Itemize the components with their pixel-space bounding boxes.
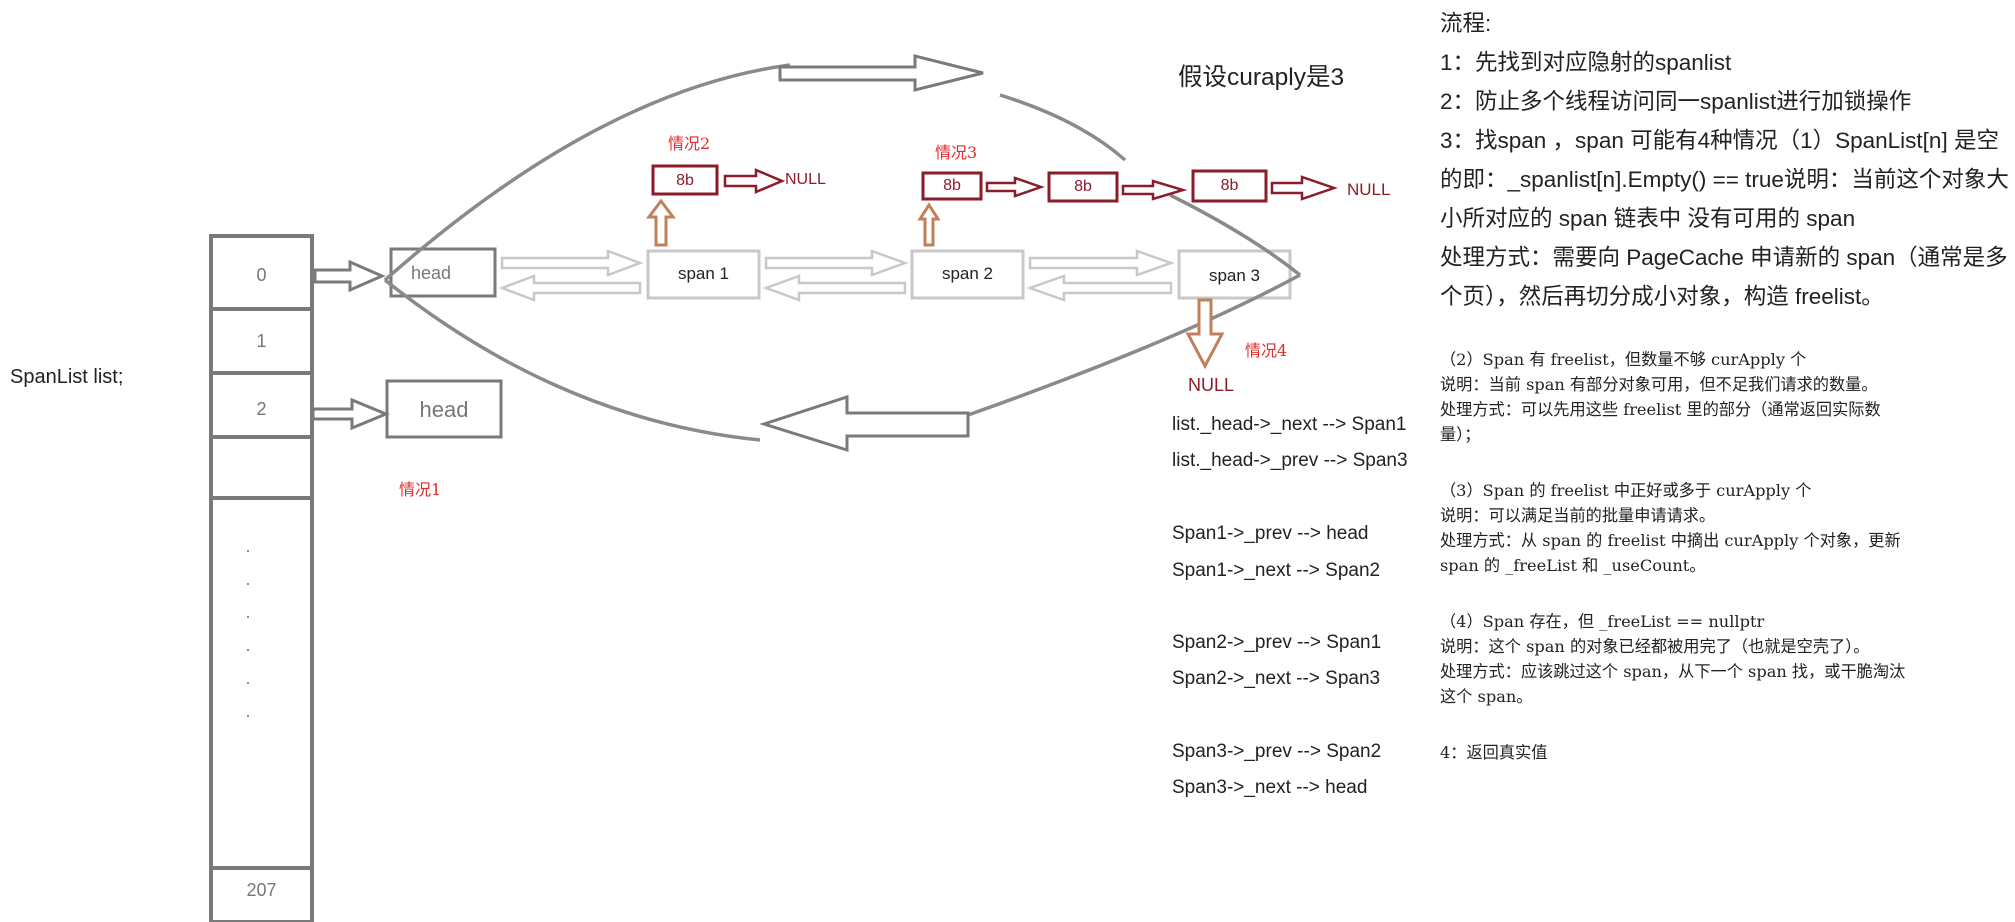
ellipsis-dot: · [245, 540, 251, 560]
arrow-2-to-head [311, 397, 390, 431]
loop-arrow-forward [778, 54, 984, 92]
case3-block-3-label: 8b [1220, 177, 1239, 194]
ellipsis-dot: · [245, 705, 251, 725]
orange-up-arrows [646, 198, 941, 247]
ellipsis-dot: · [245, 606, 251, 626]
array-index-207: 207 [246, 880, 277, 900]
flow-step-2: 2：防止多个线程访问同一spanlist进行加锁操作 [1440, 89, 1912, 114]
assumption-text: 假设curaply是3 [1178, 64, 1345, 91]
spanlist-array [209, 234, 314, 922]
flow-step-4: 4：返回真实值 [1440, 743, 1548, 762]
span1-node-box [646, 249, 761, 300]
case3-block [921, 171, 983, 201]
case3-description: （3）Span 的 freelist 中正好或多于 curApply 个 说明：… [1440, 481, 1901, 575]
array-index-2: 2 [256, 399, 267, 419]
pointer-line: list._head->_next --> Span1 [1172, 414, 1407, 435]
span2-label: span 2 [941, 264, 994, 283]
pointer-line: Span1->_prev --> head [1172, 523, 1369, 544]
case4-down-arrow [1185, 298, 1225, 370]
arrow-0-to-head [313, 259, 386, 293]
pointer-line: Span2->_prev --> Span1 [1172, 632, 1382, 653]
flow-step-1: 1：先找到对应隐射的spanlist [1440, 50, 1732, 75]
array-cell-middle [209, 496, 314, 870]
lone-head-box [385, 379, 503, 439]
flow-step-3: 3：找span ，span 可能有4种情况（1）SpanList[n] 是空的即… [1440, 128, 2009, 231]
head-node-label: head [410, 263, 452, 283]
flow-section: 流程: 1：先找到对应隐射的spanlist 2：防止多个线程访问同一spanl… [1440, 4, 2010, 316]
lone-head-label: head [419, 397, 469, 422]
pointer-line: Span1->_next --> Span2 [1172, 560, 1381, 581]
array-index-0: 0 [256, 265, 267, 285]
case3-block-2-label: 8b [1074, 178, 1092, 195]
case3-block-3 [1191, 169, 1268, 203]
case4-label: 情况4 [1245, 341, 1288, 360]
ellipsis-dot: · [245, 639, 251, 659]
span3-node-box [1177, 249, 1292, 300]
pointer-line: Span3->_prev --> Span2 [1172, 741, 1382, 762]
case2-description: （2）Span 有 freelist，但数量不够 curApply 个 说明：当… [1440, 350, 1881, 444]
null-label-case3: NULL [1347, 180, 1391, 199]
loop-arrow-backward [759, 394, 970, 453]
null-label-case2: NULL [785, 171, 826, 188]
span3-label: span 3 [1208, 266, 1261, 285]
ellipsis-dot: · [245, 672, 251, 692]
case2-block [651, 164, 719, 196]
array-cell-207 [209, 866, 314, 922]
case3-block-2 [1047, 171, 1119, 203]
flow-step-3-handle: 处理方式：需要向 PageCache 申请新的 span（通常是多个页），然后再… [1440, 245, 2008, 309]
freelist-blocks [651, 164, 1268, 203]
pointer-line: Span3->_next --> head [1172, 777, 1368, 798]
case4-description: （4）Span 存在，但 _freeList == nullptr 说明：这个 … [1440, 612, 1906, 706]
case3-label: 情况3 [935, 143, 978, 162]
span2-node-box [910, 249, 1025, 300]
case1-label: 情况1 [399, 480, 442, 499]
array-to-head-arrows [311, 259, 390, 431]
ellipsis-dot: · [245, 573, 251, 593]
case3-block-label: 8b [943, 177, 961, 194]
next-prev-arrows [498, 249, 1175, 302]
pointer-line: Span2->_next --> Span3 [1172, 668, 1381, 689]
case2-block-label: 8b [676, 172, 694, 189]
array-index-1: 1 [256, 331, 267, 351]
case2-label: 情况2 [668, 134, 711, 153]
spanlist-label: SpanList list; [10, 366, 124, 388]
flow-title: 流程: [1440, 11, 1492, 36]
array-cell-3 [209, 435, 314, 500]
span1-label: span 1 [677, 264, 730, 283]
freelist-arrows [723, 168, 1338, 201]
null-label-case4: NULL [1188, 375, 1235, 395]
pointer-line: list._head->_prev --> Span3 [1172, 450, 1408, 471]
circular-link-curves [383, 63, 1302, 442]
